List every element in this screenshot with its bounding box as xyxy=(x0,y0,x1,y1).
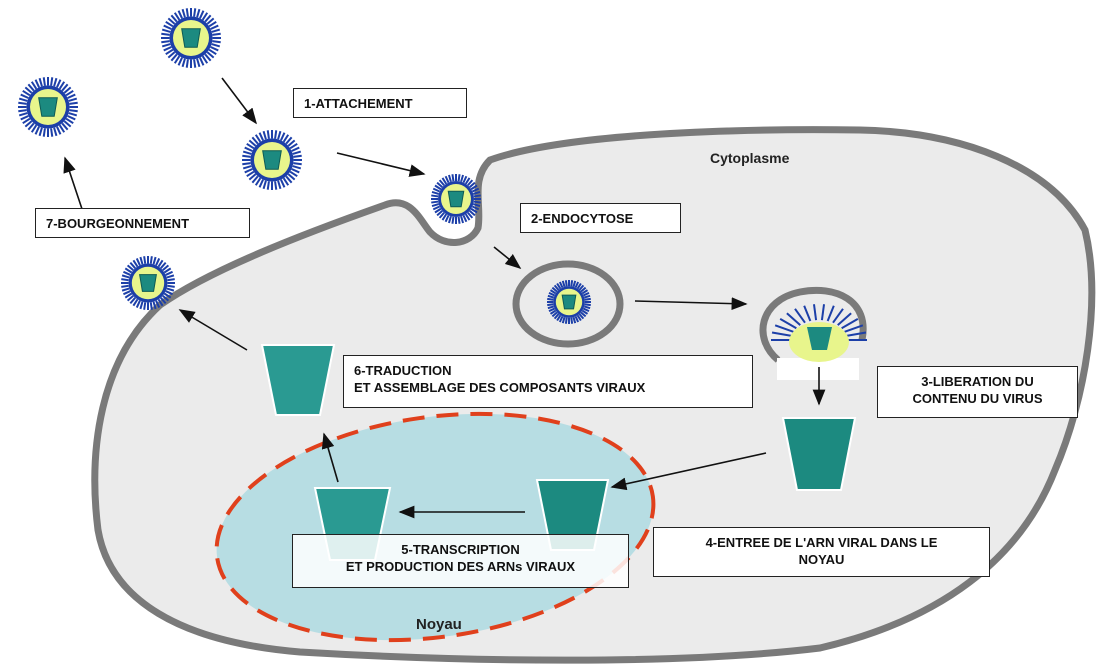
step3-liberation-label: 3-LIBERATION DU CONTENU DU VIRUS xyxy=(877,366,1078,418)
step1-attachement-label: 1-ATTACHEMENT xyxy=(293,88,467,118)
nucleus-label: Noyau xyxy=(416,616,462,633)
step7-bourgeonnement-label: 7-BOURGEONNEMENT xyxy=(35,208,250,238)
virus-particles xyxy=(18,8,591,324)
arrow-assembly xyxy=(178,309,248,351)
released-virus-core xyxy=(771,304,867,362)
arrow-nuclear-entry xyxy=(610,452,767,491)
rna-segment-released xyxy=(781,417,857,491)
virus-approaching xyxy=(242,130,302,190)
virus-in-endosome xyxy=(547,280,591,324)
arrow-attach-1 xyxy=(221,77,257,125)
virus-entering-1 xyxy=(161,8,221,68)
arrow-attach-2 xyxy=(336,152,426,177)
cytoplasm-label: Cytoplasme xyxy=(710,150,790,166)
virus-budded-free xyxy=(18,77,78,137)
arrow-transport xyxy=(634,297,748,311)
arrow-endocytose xyxy=(493,246,522,270)
step6-traduction-label: 6-TRADUCTION ET ASSEMBLAGE DES COMPOSANT… xyxy=(343,355,753,408)
vesicle-opening xyxy=(777,358,859,380)
rna-segment-assembly xyxy=(260,344,336,416)
step4-entree-label: 4-ENTREE DE L'ARN VIRAL DANS LE NOYAU xyxy=(653,527,990,577)
step5-transcription-label: 5-TRANSCRIPTION ET PRODUCTION DES ARNs V… xyxy=(292,534,629,588)
virus-budding xyxy=(121,256,175,310)
arrow-export xyxy=(321,432,339,483)
step2-endocytose-label: 2-ENDOCYTOSE xyxy=(520,203,681,233)
virus-attached xyxy=(431,174,481,224)
